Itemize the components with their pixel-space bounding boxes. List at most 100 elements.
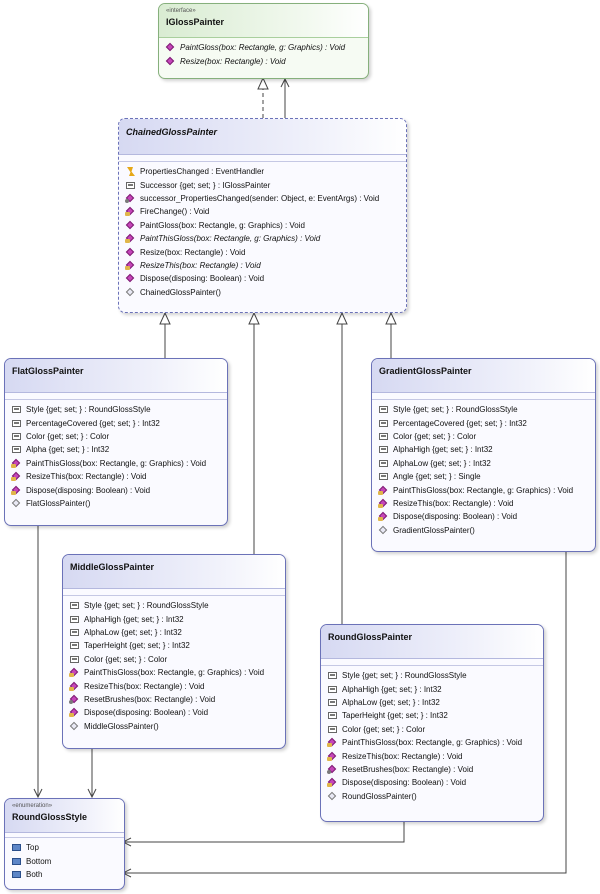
member-signature: Angle {get; set; } : Single <box>393 472 481 482</box>
member-signature: MiddleGlossPainter() <box>84 721 159 731</box>
section-divider <box>63 589 285 596</box>
class-name: IGlossPainter <box>166 17 225 27</box>
constructor-icon <box>69 722 80 731</box>
round-gloss-painter-class[interactable]: RoundGlossPainter Style {get; set; } : R… <box>320 624 544 822</box>
member-row: FlatGlossPainter() <box>11 497 227 510</box>
member-row: ResizeThis(box: Rectangle) : Void <box>327 749 543 762</box>
member-row: PercentageCovered {get; set; } : Int32 <box>11 416 227 429</box>
member-signature: Dispose(disposing: Boolean) : Void <box>393 512 518 522</box>
property-icon <box>378 445 389 454</box>
member-row: PaintThisGloss(box: Rectangle, g: Graphi… <box>125 232 406 245</box>
enum-value-icon <box>11 843 22 852</box>
member-signature: Dispose(disposing: Boolean) : Void <box>140 274 265 284</box>
member-signature: ResetBrushes(box: Rectangle) : Void <box>342 764 474 774</box>
protected-method-icon <box>125 261 136 270</box>
member-signature: Dispose(disposing: Boolean) : Void <box>84 708 209 718</box>
member-signature: ResetBrushes(box: Rectangle) : Void <box>84 694 216 704</box>
member-row: AlphaLow {get; set; } : Int32 <box>69 626 285 639</box>
member-row: Dispose(disposing: Boolean) : Void <box>69 706 285 719</box>
member-row: ResizeThis(box: Rectangle) : Void <box>378 497 595 510</box>
class-header: RoundGlossPainter <box>321 625 543 659</box>
member-signature: Style {get; set; } : RoundGlossStyle <box>84 601 209 611</box>
class-name: RoundGlossPainter <box>328 632 413 642</box>
class-name: GradientGlossPainter <box>379 366 472 376</box>
method-icon <box>125 221 136 230</box>
enum-value-icon <box>11 870 22 879</box>
constructor-icon <box>327 792 338 801</box>
member-signature: GradientGlossPainter() <box>393 525 475 535</box>
member-signature: AlphaLow {get; set; } : Int32 <box>342 697 440 707</box>
member-signature: PaintThisGloss(box: Rectangle, g: Graphi… <box>26 458 207 468</box>
igloss-painter-interface[interactable]: «interface» IGlossPainter PaintGloss(box… <box>158 3 369 79</box>
member-row: PercentageCovered {get; set; } : Int32 <box>378 416 595 429</box>
member-signature: Style {get; set; } : RoundGlossStyle <box>342 671 467 681</box>
member-signature: AlphaHigh {get; set; } : Int32 <box>342 684 442 694</box>
section-divider <box>372 393 595 400</box>
middle-gloss-painter-class[interactable]: MiddleGlossPainter Style {get; set; } : … <box>62 554 286 749</box>
gradient-gloss-painter-class[interactable]: GradientGlossPainter Style {get; set; } … <box>371 358 596 552</box>
member-row: GradientGlossPainter() <box>378 524 595 537</box>
enum-value-icon <box>11 857 22 866</box>
member-signature: PaintGloss(box: Rectangle, g: Graphics) … <box>140 220 305 230</box>
gradient-inherit-arrowhead <box>385 311 397 325</box>
member-signature: PaintThisGloss(box: Rectangle, g: Graphi… <box>140 234 321 244</box>
middle-inherit-arrowhead <box>248 311 260 325</box>
member-row: ResetBrushes(box: Rectangle) : Void <box>69 693 285 706</box>
member-row: Style {get; set; } : RoundGlossStyle <box>69 599 285 612</box>
member-row: TaperHeight {get; set; } : Int32 <box>69 639 285 652</box>
member-row: ResetBrushes(box: Rectangle) : Void <box>327 763 543 776</box>
member-signature: Style {get; set; } : RoundGlossStyle <box>26 405 151 415</box>
member-signature: ResizeThis(box: Rectangle) : Void <box>84 681 205 691</box>
member-signature: Style {get; set; } : RoundGlossStyle <box>393 405 518 415</box>
protected-method-icon <box>327 778 338 788</box>
member-signature: ResizeThis(box: Rectangle) : Void <box>26 472 147 482</box>
flat-gloss-painter-class[interactable]: FlatGlossPainter Style {get; set; } : Ro… <box>4 358 228 526</box>
member-signature: Bottom <box>26 856 52 866</box>
member-row: successor_PropertiesChanged(sender: Obje… <box>125 192 406 205</box>
property-icon <box>125 181 136 190</box>
member-signature: Color {get; set; } : Color <box>342 724 426 734</box>
class-header: «interface» IGlossPainter <box>159 4 368 38</box>
section-divider <box>5 833 124 838</box>
member-row: Style {get; set; } : RoundGlossStyle <box>378 403 595 416</box>
member-signature: Successor {get; set; } : IGlossPainter <box>140 180 271 190</box>
protected-method-icon <box>125 207 136 217</box>
member-signature: PaintThisGloss(box: Rectangle, g: Graphi… <box>84 668 265 678</box>
method-icon <box>125 248 136 257</box>
flat-style-arrowhead <box>33 788 43 799</box>
class-name: MiddleGlossPainter <box>70 562 155 572</box>
protected-method-icon <box>327 738 338 748</box>
member-row: Color {get; set; } : Color <box>11 430 227 443</box>
property-icon <box>11 445 22 454</box>
chained-gloss-painter-class[interactable]: ChainedGlossPainter PropertiesChanged : … <box>118 118 407 313</box>
member-list: PaintGloss(box: Rectangle, g: Graphics) … <box>159 38 368 71</box>
member-row: ResizeThis(box: Rectangle) : Void <box>69 679 285 692</box>
member-row: Alpha {get; set; } : Int32 <box>11 443 227 456</box>
member-signature: ResizeThis(box: Rectangle) : Void <box>140 260 261 270</box>
round-style-line <box>124 820 405 843</box>
member-signature: PropertiesChanged : EventHandler <box>140 167 265 177</box>
property-icon <box>11 432 22 441</box>
member-row: Style {get; set; } : RoundGlossStyle <box>327 669 543 682</box>
protected-method-icon <box>69 668 80 678</box>
round-inherit-arrowhead <box>336 311 348 325</box>
member-signature: TaperHeight {get; set; } : Int32 <box>342 711 448 721</box>
member-signature: TaperHeight {get; set; } : Int32 <box>84 641 190 651</box>
member-signature: PercentageCovered {get; set; } : Int32 <box>26 418 160 428</box>
member-row: Color {get; set; } : Color <box>327 723 543 736</box>
member-signature: Color {get; set; } : Color <box>393 431 477 441</box>
member-row: PaintGloss(box: Rectangle, g: Graphics) … <box>125 219 406 232</box>
member-signature: RoundGlossPainter() <box>342 791 417 801</box>
protected-method-icon <box>69 682 80 691</box>
protected-method-icon <box>11 486 22 495</box>
member-row: AlphaLow {get; set; } : Int32 <box>327 696 543 709</box>
member-signature: Dispose(disposing: Boolean) : Void <box>342 778 467 788</box>
protected-method-icon <box>327 752 338 761</box>
